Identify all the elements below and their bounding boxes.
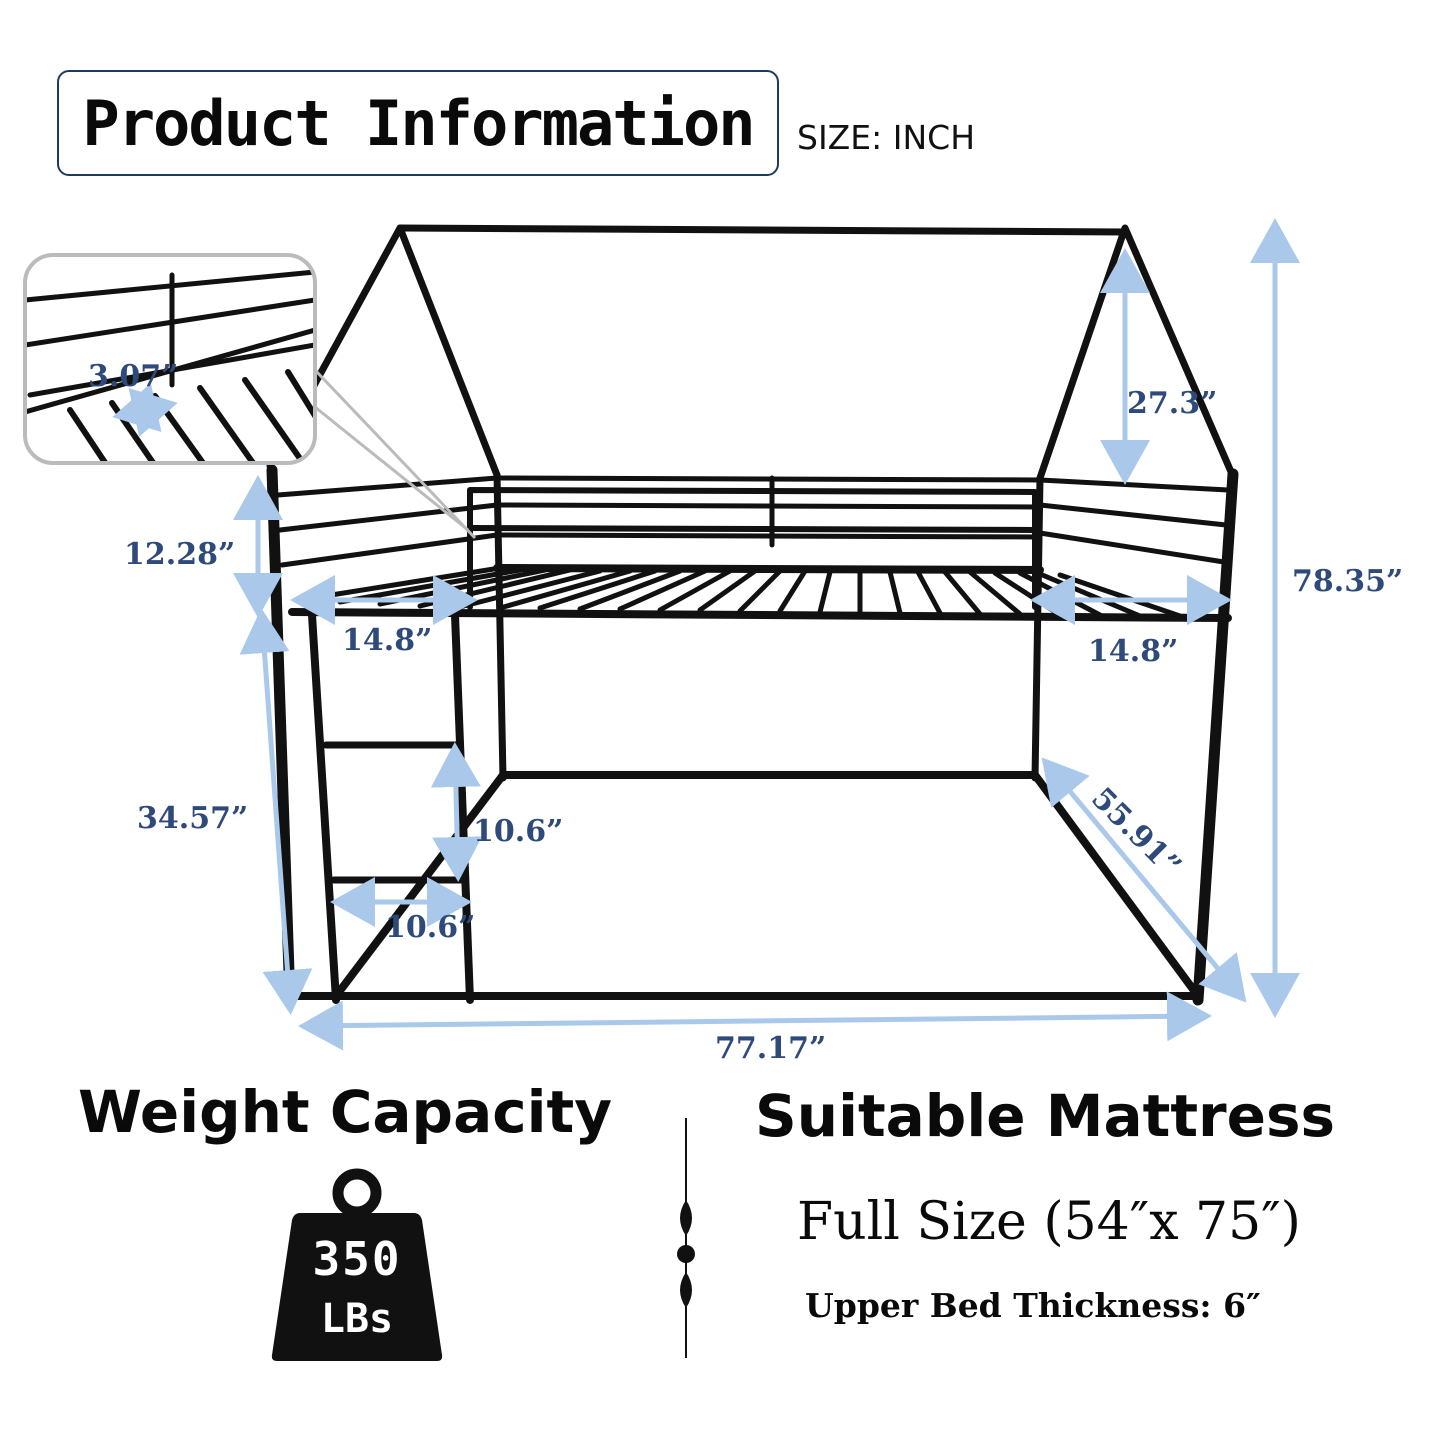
dimension-arrows <box>112 218 1300 1051</box>
mattress-size-text: Full Size (54″x 75″) <box>797 1192 1301 1252</box>
zoom-detail-icon <box>23 253 317 465</box>
weight-capacity-unit: LBs <box>320 1296 394 1342</box>
dim-label-roof-height: 27.3” <box>1127 386 1217 421</box>
mattress-thickness-text: Upper Bed Thickness: 6″ <box>805 1286 1261 1325</box>
dim-label-guardrail-height: 12.28” <box>124 537 235 572</box>
dim-label-clearance-height: 34.57” <box>137 801 248 836</box>
dim-label-right-opening: 14.8” <box>1088 634 1178 669</box>
weight-icon <box>271 1168 443 1361</box>
dim-label-ladder-step-height: 10.6” <box>473 814 563 849</box>
dim-label-left-opening: 14.8” <box>342 623 432 658</box>
bed-diagram: 3.07” 27.3” 78.35” 12.28” 14.8” 14.8” 34… <box>23 218 1403 1066</box>
weight-capacity-value: 350 <box>312 1232 402 1286</box>
title-box: Product Information <box>57 70 779 176</box>
ornamental-divider-icon <box>677 1118 695 1358</box>
bed-frame <box>266 224 1239 1008</box>
dim-label-ladder-width: 10.6” <box>385 910 475 945</box>
weight-capacity-title: Weight Capacity <box>78 1078 613 1146</box>
page-title: Product Information <box>82 86 755 160</box>
zoom-connector <box>299 368 477 540</box>
dim-label-length: 77.17” <box>715 1031 826 1066</box>
dim-label-total-height: 78.35” <box>1292 564 1403 599</box>
suitable-mattress-title: Suitable Mattress <box>755 1082 1336 1150</box>
dim-label-detail-rail-gap: 3.07” <box>88 359 178 394</box>
size-unit-label: SIZE: INCH <box>797 118 976 157</box>
